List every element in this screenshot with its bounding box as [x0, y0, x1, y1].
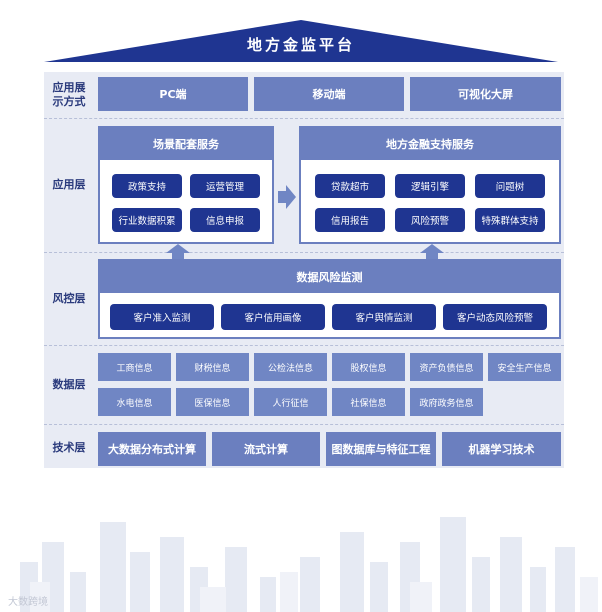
scene-service-panel: 场景配套服务 政策支持 运营管理 行业数据积累 信息申报: [98, 126, 274, 244]
finance-service-title: 地方金融支持服务: [301, 128, 559, 160]
arrow-up-icon: [166, 244, 190, 260]
display-mobile: 移动端: [254, 77, 404, 111]
data-item: 医保信息: [176, 388, 249, 416]
risk-layer-label: 风控层: [52, 292, 86, 305]
data-item: 政府政务信息: [410, 388, 483, 416]
arrow-right-icon: [278, 185, 296, 209]
problem-tree-item: 问题树: [475, 174, 545, 198]
data-item: 财税信息: [176, 353, 249, 381]
risk-warning-item: 风险预警: [395, 208, 465, 232]
layer-separator: [44, 118, 564, 119]
loan-market-item: 贷款超市: [315, 174, 385, 198]
finance-service-panel: 地方金融支持服务 贷款超市 逻辑引擎 问题树 信用报告 风险预警 特殊群体支持: [299, 126, 561, 244]
data-item: 工商信息: [98, 353, 171, 381]
info-declaration-item: 信息申报: [190, 208, 260, 232]
platform-title: 地方金监平台: [246, 36, 355, 54]
tech-item: 机器学习技术: [442, 432, 561, 466]
logic-engine-item: 逻辑引擎: [395, 174, 465, 198]
credit-report-item: 信用报告: [315, 208, 385, 232]
operation-management-item: 运营管理: [190, 174, 260, 198]
industry-data-item: 行业数据积累: [112, 208, 182, 232]
data-item: 水电信息: [98, 388, 171, 416]
data-item: 人行征信: [254, 388, 327, 416]
platform-roof: [44, 20, 558, 62]
layer-separator: [44, 424, 564, 425]
scene-service-title: 场景配套服务: [100, 128, 272, 160]
policy-support-item: 政策支持: [112, 174, 182, 198]
layer-separator: [44, 345, 564, 346]
data-item: 股权信息: [332, 353, 405, 381]
display-layer-label: 应用展示方式: [52, 81, 86, 108]
data-item: 资产负债信息: [410, 353, 483, 381]
risk-monitor-title: 数据风险监测: [100, 261, 559, 293]
special-group-item: 特殊群体支持: [475, 208, 545, 232]
customer-opinion-item: 客户舆情监测: [332, 304, 436, 330]
data-layer-label: 数据层: [52, 378, 86, 391]
risk-monitor-panel: 数据风险监测 客户准入监测 客户信用画像 客户舆情监测 客户动态风险预警: [98, 259, 561, 339]
data-item: 社保信息: [332, 388, 405, 416]
tech-item: 流式计算: [212, 432, 320, 466]
application-layer-label: 应用层: [52, 178, 86, 191]
customer-risk-warning-item: 客户动态风险预警: [443, 304, 547, 330]
display-big-screen: 可视化大屏: [410, 77, 561, 111]
customer-access-item: 客户准入监测: [110, 304, 214, 330]
data-item: 公检法信息: [254, 353, 327, 381]
arrow-up-icon: [420, 244, 444, 260]
tech-item: 图数据库与特征工程: [326, 432, 436, 466]
customer-credit-item: 客户信用画像: [221, 304, 325, 330]
layer-separator: [44, 252, 564, 253]
city-skyline-image: [20, 517, 598, 612]
watermark: 大数跨境: [8, 597, 48, 608]
tech-item: 大数据分布式计算: [98, 432, 206, 466]
tech-layer-label: 技术层: [52, 441, 86, 454]
data-item: 安全生产信息: [488, 353, 561, 381]
display-pc: PC端: [98, 77, 248, 111]
